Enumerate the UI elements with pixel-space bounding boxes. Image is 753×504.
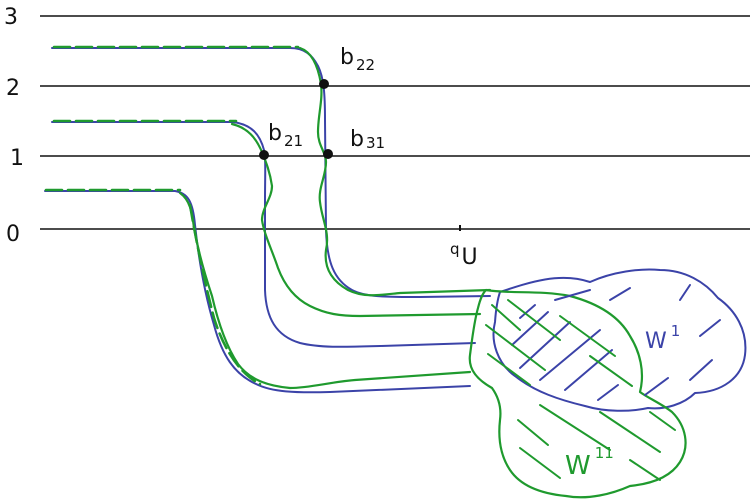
level-lines bbox=[40, 15, 750, 230]
hatch-blue-10 bbox=[689, 359, 713, 381]
hatch-blue-7 bbox=[609, 287, 631, 301]
hatch-green-9 bbox=[539, 404, 611, 451]
blue-region-outline bbox=[492, 268, 747, 412]
hatch-blue-8 bbox=[679, 284, 691, 301]
level-labels: 3 2 1 0 bbox=[4, 5, 24, 247]
hatch-green-10 bbox=[599, 411, 661, 453]
blue-path-bottom bbox=[44, 190, 471, 394]
green-path-top bbox=[298, 46, 492, 297]
level-label-1: 1 bbox=[10, 146, 24, 171]
hatch-green-8 bbox=[519, 447, 561, 479]
blue-path-middle bbox=[51, 121, 476, 348]
blue-hatching bbox=[511, 284, 721, 401]
hatch-blue-12 bbox=[597, 384, 619, 401]
hatch-blue-2 bbox=[511, 311, 549, 346]
hatch-blue-1 bbox=[519, 304, 536, 319]
level-label-0: 0 bbox=[6, 222, 20, 247]
point-b22-dot bbox=[319, 79, 329, 89]
hatch-green-3 bbox=[485, 324, 546, 371]
green-region-outline bbox=[468, 288, 687, 499]
hatch-blue-11 bbox=[644, 377, 669, 396]
label-qu: qU bbox=[450, 240, 478, 270]
point-b21-dot bbox=[259, 150, 269, 160]
level-label-3: 3 bbox=[4, 5, 18, 30]
hatch-blue-5 bbox=[564, 349, 613, 391]
hatch-green-6 bbox=[589, 355, 633, 387]
level-label-2: 2 bbox=[6, 76, 20, 101]
hatch-blue-9 bbox=[699, 319, 721, 337]
hatch-green-7 bbox=[517, 419, 549, 446]
hatch-green-11 bbox=[629, 459, 661, 481]
intersection-points bbox=[259, 79, 461, 231]
hatch-green-12 bbox=[649, 411, 676, 431]
hatch-green-5 bbox=[487, 353, 531, 386]
green-paths bbox=[178, 46, 687, 499]
hatch-green-1 bbox=[491, 304, 521, 331]
point-b31-dot bbox=[323, 149, 333, 159]
hatch-blue-3 bbox=[519, 321, 571, 369]
dashed-start-segments bbox=[44, 45, 300, 386]
dashed-segment-descent bbox=[188, 203, 262, 386]
hatch-green-2 bbox=[507, 299, 561, 341]
green-path-middle bbox=[230, 122, 482, 318]
hatch-green-4 bbox=[559, 315, 616, 357]
green-hatching bbox=[485, 299, 676, 481]
hatch-blue-6 bbox=[554, 289, 591, 301]
